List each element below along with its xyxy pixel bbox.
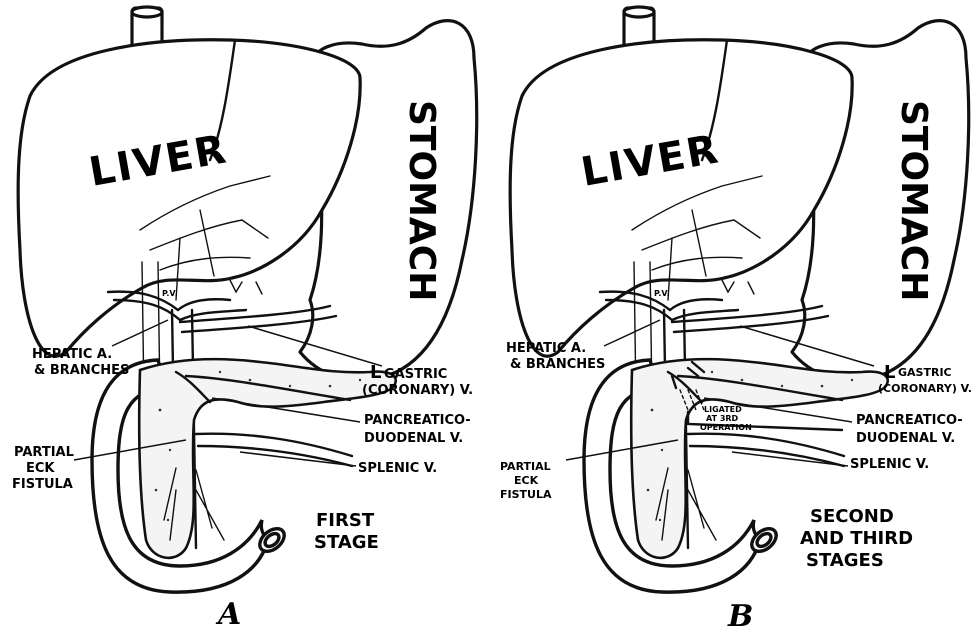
panel-b: LIVER STOMACH P.V. HEPATIC A. & BRANCHES…	[500, 7, 972, 631]
ligated-label-line2: AT 3RD	[706, 414, 739, 423]
pancreatico-label-line1: PANCREATICO-	[856, 413, 963, 428]
partial-label-line3: FISTULA	[500, 488, 552, 501]
splenic-label: SPLENIC V.	[358, 461, 437, 476]
gastric-l-label: L	[884, 362, 895, 383]
pancreatico-label-line2: DUODENAL V.	[364, 431, 463, 446]
hepatic-label-line1: HEPATIC A.	[506, 341, 586, 356]
partial-label-line3: FISTULA	[12, 477, 73, 492]
splenic-label: SPLENIC V.	[850, 457, 929, 472]
stage-label-line3: STAGES	[806, 550, 884, 571]
panel-a: LIVER STOMACH P.V. HEPATIC A. & BRANCHES…	[12, 7, 477, 631]
gastric-label-line1: GASTRIC	[898, 366, 952, 379]
pv-label: P.V.	[654, 289, 670, 298]
stage-label-line2: STAGE	[314, 532, 379, 553]
ligated-label-line1: LIGATED	[704, 405, 742, 414]
stage-label-line1: FIRST	[316, 510, 375, 531]
gastric-label-line1: GASTRIC	[384, 367, 447, 382]
panel-letter-a: A	[215, 597, 241, 631]
stomach-label: STOMACH	[893, 100, 934, 301]
partial-label-line2: ECK	[514, 474, 539, 487]
hepatic-label-line2: & BRANCHES	[510, 357, 605, 372]
gastric-l-label: L	[370, 362, 381, 383]
ligated-label-line3: OPERATION	[700, 423, 752, 432]
gastric-label-line2: (CORONARY) V.	[362, 383, 473, 398]
hepatic-label-line1: HEPATIC A.	[32, 347, 112, 362]
panel-letter-b: B	[727, 599, 753, 631]
stage-label-line2: AND THIRD	[800, 528, 913, 549]
pv-label: P.V.	[162, 289, 178, 298]
gastric-label-line2: (CORONARY) V.	[878, 382, 972, 395]
hepatic-label-line2: & BRANCHES	[34, 363, 129, 378]
pancreatico-label-line1: PANCREATICO-	[364, 413, 471, 428]
pancreatico-label-line2: DUODENAL V.	[856, 431, 955, 446]
stomach-label: STOMACH	[401, 100, 442, 301]
partial-label-line2: ECK	[26, 461, 55, 476]
partial-label-line1: PARTIAL	[500, 460, 551, 473]
partial-label-line1: PARTIAL	[14, 445, 74, 460]
stage-label-line1: SECOND	[810, 506, 894, 527]
